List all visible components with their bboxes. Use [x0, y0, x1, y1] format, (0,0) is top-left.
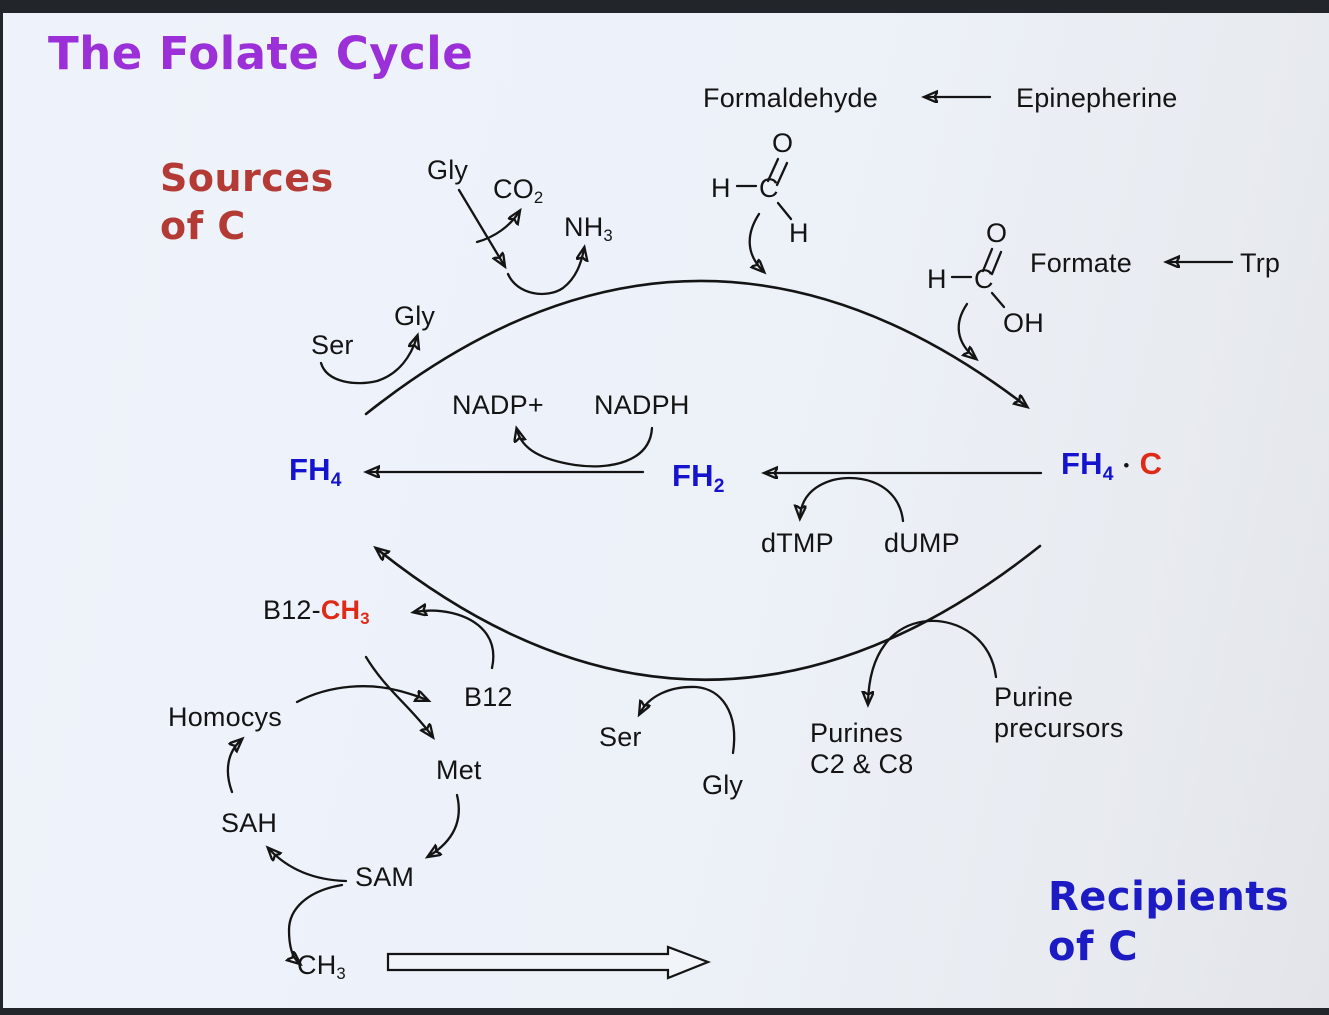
ch3-sub: 3 [336, 964, 346, 984]
arrow-b12-to-b12ch3 [415, 611, 495, 670]
formaldehyde-atom-o: O [772, 128, 794, 158]
fh2-sub: 2 [713, 475, 725, 497]
label-nh3: NH3 [564, 212, 613, 245]
frame-left-edge [0, 0, 3, 1015]
formate-atom-h: H [927, 264, 947, 294]
label-fh2: FH2 [672, 458, 724, 498]
arrow-formate-into-cycle [957, 302, 975, 358]
label-dtmp: dTMP [761, 528, 834, 558]
label-gly-bottom: Gly [702, 770, 744, 800]
label-purine-precursors: Purine precursors [994, 682, 1124, 744]
b12ch3-prefix: B12- [263, 595, 321, 625]
recipients-line2: of C [1048, 924, 1139, 970]
b12ch3-sub: 3 [360, 609, 370, 629]
arrow-sam-to-sah [269, 849, 348, 883]
label-sam: SAM [355, 862, 415, 892]
label-nadph: NADPH [594, 390, 690, 420]
page-title: The Folate Cycle [48, 27, 474, 80]
purines-line2: C2 & C8 [810, 749, 914, 780]
arc-fh4c-to-fh4 [377, 544, 1042, 681]
label-purines: Purines C2 & C8 [810, 718, 913, 780]
formaldehyde-atom-h2: H [789, 218, 809, 248]
label-dump: dUMP [884, 528, 960, 558]
nh3-base: NH [564, 212, 604, 242]
frame-top-bar [0, 0, 1329, 13]
frame-bottom-bar [0, 1008, 1329, 1015]
arrow-formaldehyde-into-cycle [748, 212, 763, 271]
bond-formate-c-oh [990, 291, 1006, 309]
label-co2: CO2 [493, 174, 543, 207]
formate-atom-o: O [986, 218, 1008, 248]
arrow-dump-to-dtmp [800, 476, 905, 523]
arrow-co2-out [475, 212, 519, 244]
arrow-gly-to-ser-bottom [640, 685, 736, 755]
label-trp: Trp [1240, 248, 1281, 278]
recipients-of-c-annotation: Recipients of C [1048, 872, 1289, 972]
arrow-b12ch3-to-met [364, 655, 432, 736]
formaldehyde-atom-h1: H [711, 173, 731, 203]
fh2-base: FH [672, 458, 714, 493]
label-epinepherine: Epinepherine [1016, 83, 1178, 113]
fh4-sub: 4 [330, 469, 342, 491]
arrow-nadph-to-nadp [517, 428, 654, 468]
label-ch3: CH3 [297, 950, 346, 983]
formate-atom-c: C [974, 264, 994, 294]
fh4c-sub: 4 [1102, 463, 1114, 485]
b12ch3-base: CH [320, 595, 361, 625]
label-homocys: Homocys [168, 702, 282, 732]
arrow-sah-to-homocys [226, 740, 241, 794]
label-gly-top: Gly [427, 155, 469, 185]
label-b12ch3: B12-CH3 [263, 595, 370, 628]
hollow-arrow-methylation-output [386, 945, 712, 980]
fh4c-dot: • [1123, 455, 1130, 475]
recipients-line1: Recipients [1048, 874, 1290, 920]
purine-precursors-line2: precursors [994, 713, 1124, 744]
label-b12: B12 [464, 682, 513, 712]
bond-formaldehyde-c-h [776, 201, 793, 221]
fh4c-base: FH [1061, 446, 1103, 481]
ch3-base: CH [297, 950, 337, 980]
arrow-to-purines-c2-c8 [868, 619, 998, 703]
sources-of-c-annotation: Sources of C [160, 155, 334, 250]
fh4-base: FH [289, 452, 331, 487]
label-sah: SAH [221, 808, 278, 838]
label-gly-mid: Gly [394, 301, 436, 331]
label-met: Met [436, 755, 482, 785]
co2-base: CO [493, 174, 534, 204]
co2-sub: 2 [533, 188, 544, 208]
arrow-homocys-to-b12 [295, 685, 427, 704]
arrow-nh3-out [506, 249, 584, 296]
label-nadp: NADP+ [452, 390, 544, 420]
sources-line2: of C [160, 203, 246, 248]
fh4c-carbon: C [1139, 446, 1163, 481]
label-formate: Formate [1030, 248, 1132, 278]
arrow-met-to-sam [429, 793, 460, 856]
purines-line1: Purines [810, 718, 903, 748]
label-fh4c: FH4 • C [1061, 446, 1162, 486]
label-ser-bottom: Ser [599, 722, 642, 752]
label-fh4: FH4 [289, 452, 341, 492]
formate-atom-oh: OH [1003, 308, 1044, 338]
label-ser-top: Ser [311, 330, 354, 360]
label-formaldehyde: Formaldehyde [703, 83, 878, 113]
purine-precursors-line1: Purine [994, 682, 1074, 712]
nh3-sub: 3 [603, 226, 613, 246]
sources-line1: Sources [160, 156, 334, 200]
formaldehyde-atom-c: C [759, 173, 779, 203]
